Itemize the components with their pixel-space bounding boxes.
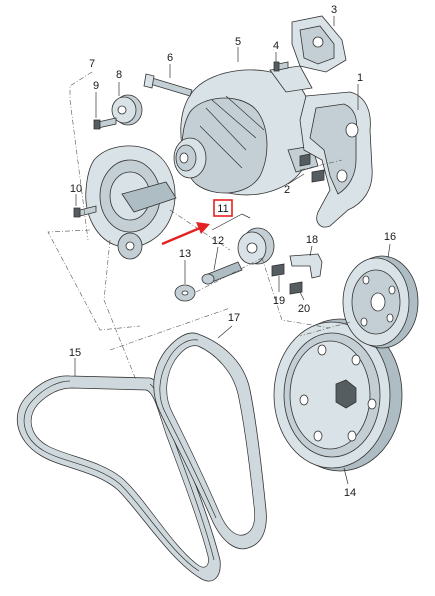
- leader-lines: [74, 16, 391, 485]
- bracket-1: [299, 91, 373, 228]
- callout-18: 18: [306, 234, 318, 246]
- tensioner-assembly: [85, 145, 177, 260]
- callout-13: 13: [179, 248, 191, 260]
- callout-20: 20: [298, 303, 310, 315]
- roller-8: [111, 94, 143, 126]
- pulley-14: [273, 318, 403, 472]
- callout-8: 8: [116, 69, 122, 81]
- highlight-box: [213, 199, 233, 217]
- callout-19: 19: [273, 295, 285, 307]
- roller-12: [201, 227, 275, 285]
- bolt-2: [299, 153, 325, 183]
- alternator-5: [173, 65, 319, 196]
- callout-4: 4: [273, 40, 279, 52]
- belt-17: [153, 332, 267, 550]
- bolt-4: [273, 61, 289, 72]
- bolt-6: [143, 73, 193, 97]
- callout-17: 17: [228, 312, 240, 324]
- callout-16: 16: [384, 231, 396, 243]
- callout-11: 11: [217, 203, 228, 215]
- callout-3: 3: [331, 4, 337, 16]
- highlight-arrow: [161, 226, 201, 246]
- callout-6: 6: [167, 52, 173, 64]
- callout-14: 14: [344, 487, 356, 499]
- callout-1: 1: [357, 72, 363, 84]
- callout-2: 2: [284, 184, 290, 196]
- callout-15: 15: [69, 347, 81, 359]
- callout-7: 7: [89, 58, 95, 70]
- bracket-3: [291, 15, 347, 73]
- highlight-arrowhead: [196, 222, 210, 234]
- bolt-9: [93, 117, 117, 130]
- bolt-20: [289, 281, 303, 295]
- assembly-lines: [47, 71, 351, 381]
- callout-9: 9: [93, 80, 99, 92]
- highlighted-callout-11: 11: [161, 199, 233, 246]
- washer-13: [174, 284, 196, 302]
- callout-12: 12: [212, 235, 224, 247]
- bolt-10: [73, 205, 97, 218]
- bolt-19: [271, 263, 285, 277]
- callout-10: 10: [70, 183, 82, 195]
- callout-5: 5: [235, 36, 241, 48]
- pulley-16: [342, 255, 419, 349]
- callout-labels: 3 5 4 6 7 8 9 1 2 10 12 13 18 16 19 20 1…: [69, 4, 396, 499]
- bracket-18: [289, 253, 323, 279]
